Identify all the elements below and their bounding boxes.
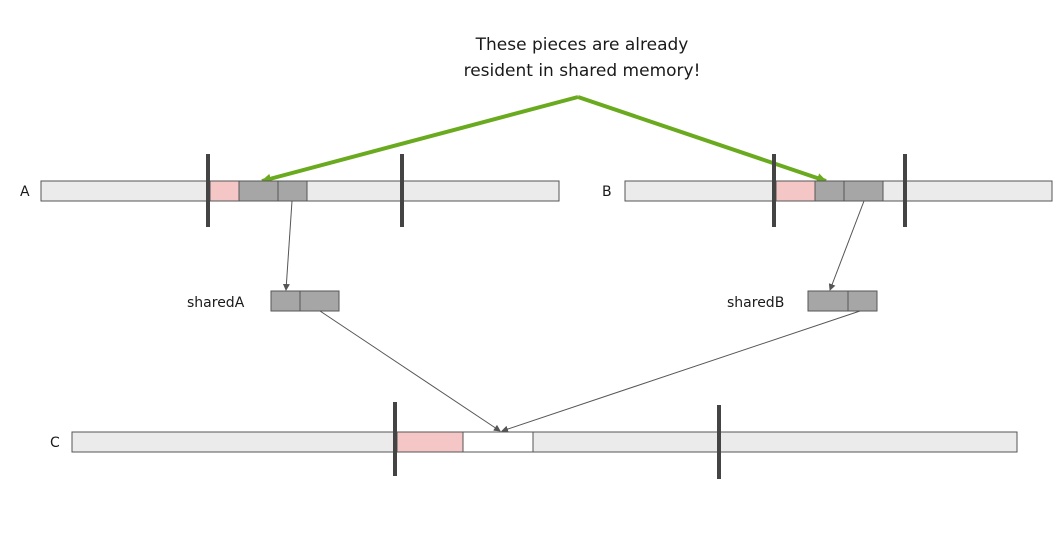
- compute-arrow-shared-b-to-c: [501, 310, 861, 433]
- compute-arrow-shared-a-to-c: [319, 310, 501, 432]
- load-arrow-b-to-shared: [828, 200, 865, 291]
- matrix-c-bar: [71, 431, 1018, 453]
- matrix-b: B: [602, 154, 1053, 227]
- shared-a-label: sharedA: [187, 295, 245, 311]
- shared-b-tile-2: [847, 290, 878, 312]
- shared-b-tile-1: [807, 290, 849, 312]
- annotation-line-2: resident in shared memory!: [464, 61, 701, 81]
- highlight-arrow-to-a: [261, 95, 579, 184]
- shared-a-tile-1: [270, 290, 301, 312]
- matrix-a: A: [20, 154, 560, 227]
- matrix-b-tile-2: [843, 180, 884, 202]
- highlight-arrows: [261, 95, 827, 184]
- matrix-a-tile-1: [238, 180, 279, 202]
- row-label-a: A: [20, 184, 30, 200]
- highlight-arrow-to-b: [577, 95, 827, 183]
- row-label-c: C: [50, 435, 60, 451]
- matrix-b-tile-1: [814, 180, 845, 202]
- row-label-b: B: [602, 184, 612, 200]
- annotation-line-1: These pieces are already: [475, 35, 689, 55]
- matrix-b-resident-piece: [775, 180, 816, 202]
- shared-b-label: sharedB: [727, 295, 784, 311]
- matrix-c-result-tile: [462, 431, 534, 453]
- matrix-c-resident-piece: [396, 431, 464, 453]
- matrix-c: C: [50, 402, 1018, 479]
- shared-b: sharedB: [727, 290, 878, 312]
- shared-a: sharedA: [187, 290, 340, 312]
- load-arrow-a-to-shared: [282, 200, 293, 291]
- matrix-a-tile-2: [277, 180, 308, 202]
- matrix-a-resident-piece: [209, 180, 240, 202]
- shared-a-tile-2: [299, 290, 340, 312]
